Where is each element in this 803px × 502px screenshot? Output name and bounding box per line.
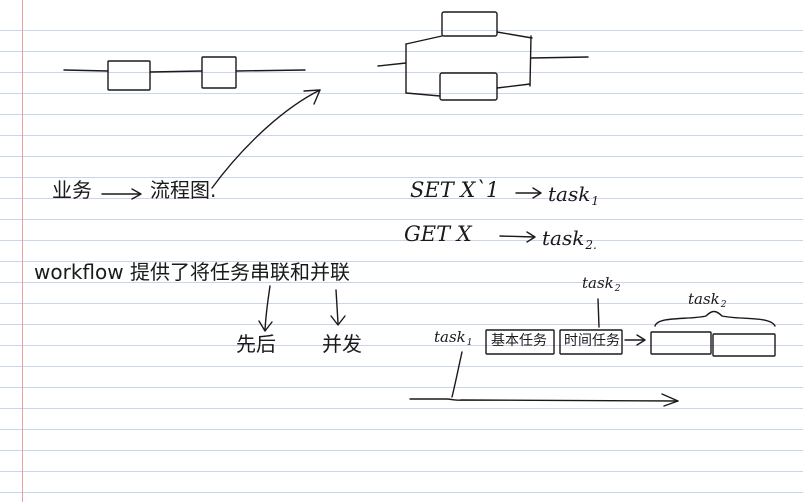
workflow-sentence: workflow 提供了将任务串联和并联: [34, 260, 350, 284]
task2-pointer: [597, 298, 600, 328]
flowchart-label: 流程图.: [150, 178, 217, 202]
timeline-task2-right-subscript: 2: [720, 300, 727, 311]
parallel-branch-right: [529, 35, 532, 87]
serial-box-1: [107, 60, 151, 91]
get-arrow: [499, 235, 535, 238]
get-target-text: task: [542, 226, 585, 250]
timeline-box-right-1: [650, 331, 712, 355]
get-target: task2.: [542, 228, 597, 251]
get-arrowhead: [526, 231, 536, 243]
business-label: 业务: [52, 178, 92, 202]
parallel-flow-diagram: [377, 11, 589, 101]
parallel-down-arrow: [335, 289, 339, 324]
timeline-box-basic: [485, 329, 555, 355]
parallel-line-left: [377, 62, 407, 67]
serial-flow-diagram: [63, 56, 306, 91]
timeline-box-timer: [559, 329, 623, 355]
timeline-task2-top-subscript: 2: [614, 284, 621, 295]
timeline-axis-arrowhead: [661, 393, 679, 407]
serial-down-arrow: [264, 285, 271, 331]
get-target-subscript: 2.: [585, 238, 597, 253]
timeline-task2-right-label: task2: [688, 292, 727, 310]
task2-brace: [654, 310, 776, 327]
parallel-bottom-out: [496, 83, 531, 89]
serial-box-2: [201, 56, 237, 89]
parallel-top-in: [405, 35, 443, 45]
set-target-subscript: 1: [591, 194, 599, 209]
serial-label: 先后: [236, 332, 276, 356]
serial-line-middle: [149, 70, 203, 73]
parallel-down-arrowhead: [330, 315, 346, 326]
timeline-task2-top-text: task: [582, 274, 614, 292]
task-timeline: [409, 298, 776, 407]
timeline-task1-label: task1: [434, 330, 473, 348]
serial-line-right: [235, 69, 306, 72]
flowchart-pointer-arrowhead: [303, 89, 321, 105]
timeline-box-basic-label: 基本任务: [491, 333, 547, 349]
timeline-task1-text: task: [434, 328, 466, 346]
set-target: task1: [548, 184, 599, 207]
parallel-line-right: [530, 56, 589, 59]
serial-line-left: [63, 69, 109, 72]
parallel-box-top: [441, 11, 498, 37]
task1-pointer: [451, 351, 463, 398]
set-command: SET X`1: [410, 178, 500, 202]
set-arrowhead: [532, 187, 542, 199]
business-arrowhead: [131, 188, 142, 200]
get-command: GET X: [404, 222, 472, 246]
timeline-task2-right-text: task: [688, 290, 720, 308]
timeline-next-arrowhead: [636, 334, 646, 346]
parallel-label: 并发: [322, 332, 362, 356]
set-target-text: task: [548, 182, 591, 206]
timeline-box-right-2: [712, 333, 776, 357]
parallel-box-bottom: [439, 72, 498, 101]
timeline-task2-top-label: task2: [582, 276, 621, 294]
serial-down-arrowhead: [258, 320, 273, 332]
parallel-top-out: [496, 31, 533, 39]
flowchart-pointer-arrow: [211, 89, 321, 189]
timeline-axis: [409, 398, 679, 402]
margin-line: [22, 0, 23, 502]
timeline-task1-subscript: 1: [466, 338, 473, 349]
timeline-box-timer-label: 时间任务: [564, 333, 620, 349]
parallel-bottom-in: [405, 92, 441, 97]
